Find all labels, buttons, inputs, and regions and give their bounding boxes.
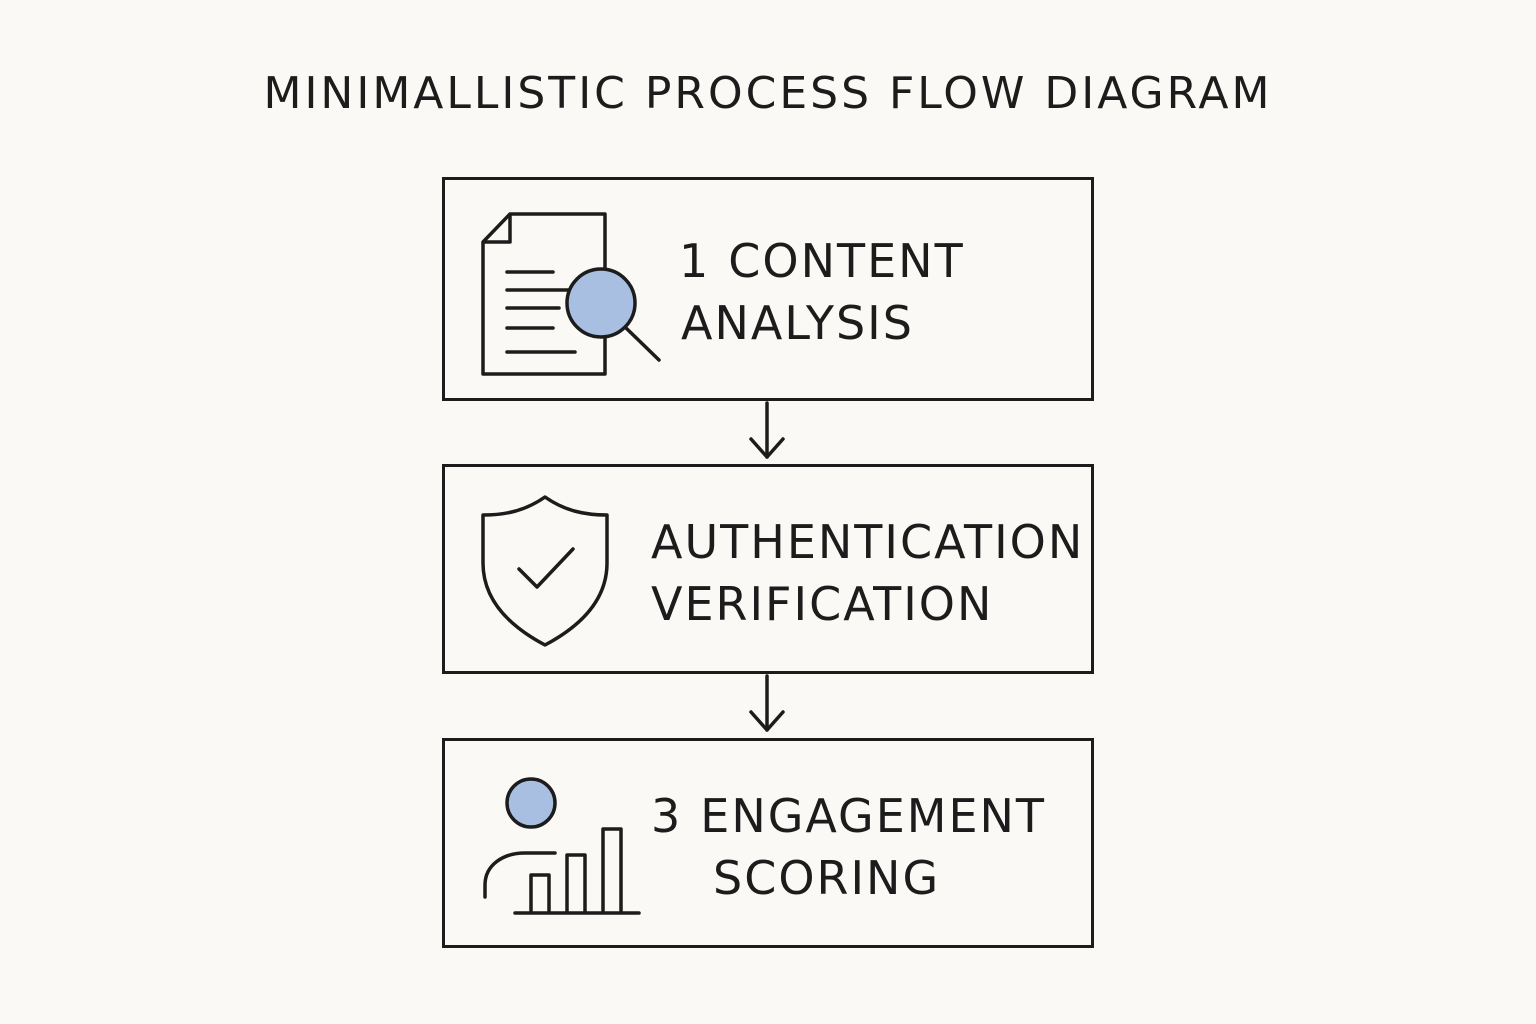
step-number: 3 <box>651 789 683 843</box>
step-label: 3 ENGAGEMENT SCORING <box>651 785 1046 909</box>
step-authentication-verification: AUTHENTICATION VERIFICATION <box>442 464 1094 674</box>
step-title-line: VERIFICATION <box>651 577 994 631</box>
diagram-title: MINIMALLISTIC PROCESS FLOW DIAGRAM <box>263 68 1273 119</box>
document-search-icon <box>481 212 661 376</box>
step-title-line: ANALYSIS <box>681 296 914 350</box>
flow-arrow <box>749 401 785 459</box>
step-title-line: AUTHENTICATION <box>651 515 1085 569</box>
flow-arrow <box>749 674 785 732</box>
step-label: 1 CONTENT ANALYSIS <box>679 230 965 354</box>
step-engagement-scoring: 3 ENGAGEMENT SCORING <box>442 738 1094 948</box>
step-number: 1 <box>679 234 711 288</box>
step-title-line: SCORING <box>713 851 941 905</box>
user-chart-icon <box>483 777 641 915</box>
step-content-analysis: 1 CONTENT ANALYSIS <box>442 177 1094 401</box>
step-title-line: ENGAGEMENT <box>700 789 1047 843</box>
step-title-line: CONTENT <box>728 234 965 288</box>
step-label: AUTHENTICATION VERIFICATION <box>651 511 1084 635</box>
shield-check-icon <box>481 495 609 647</box>
